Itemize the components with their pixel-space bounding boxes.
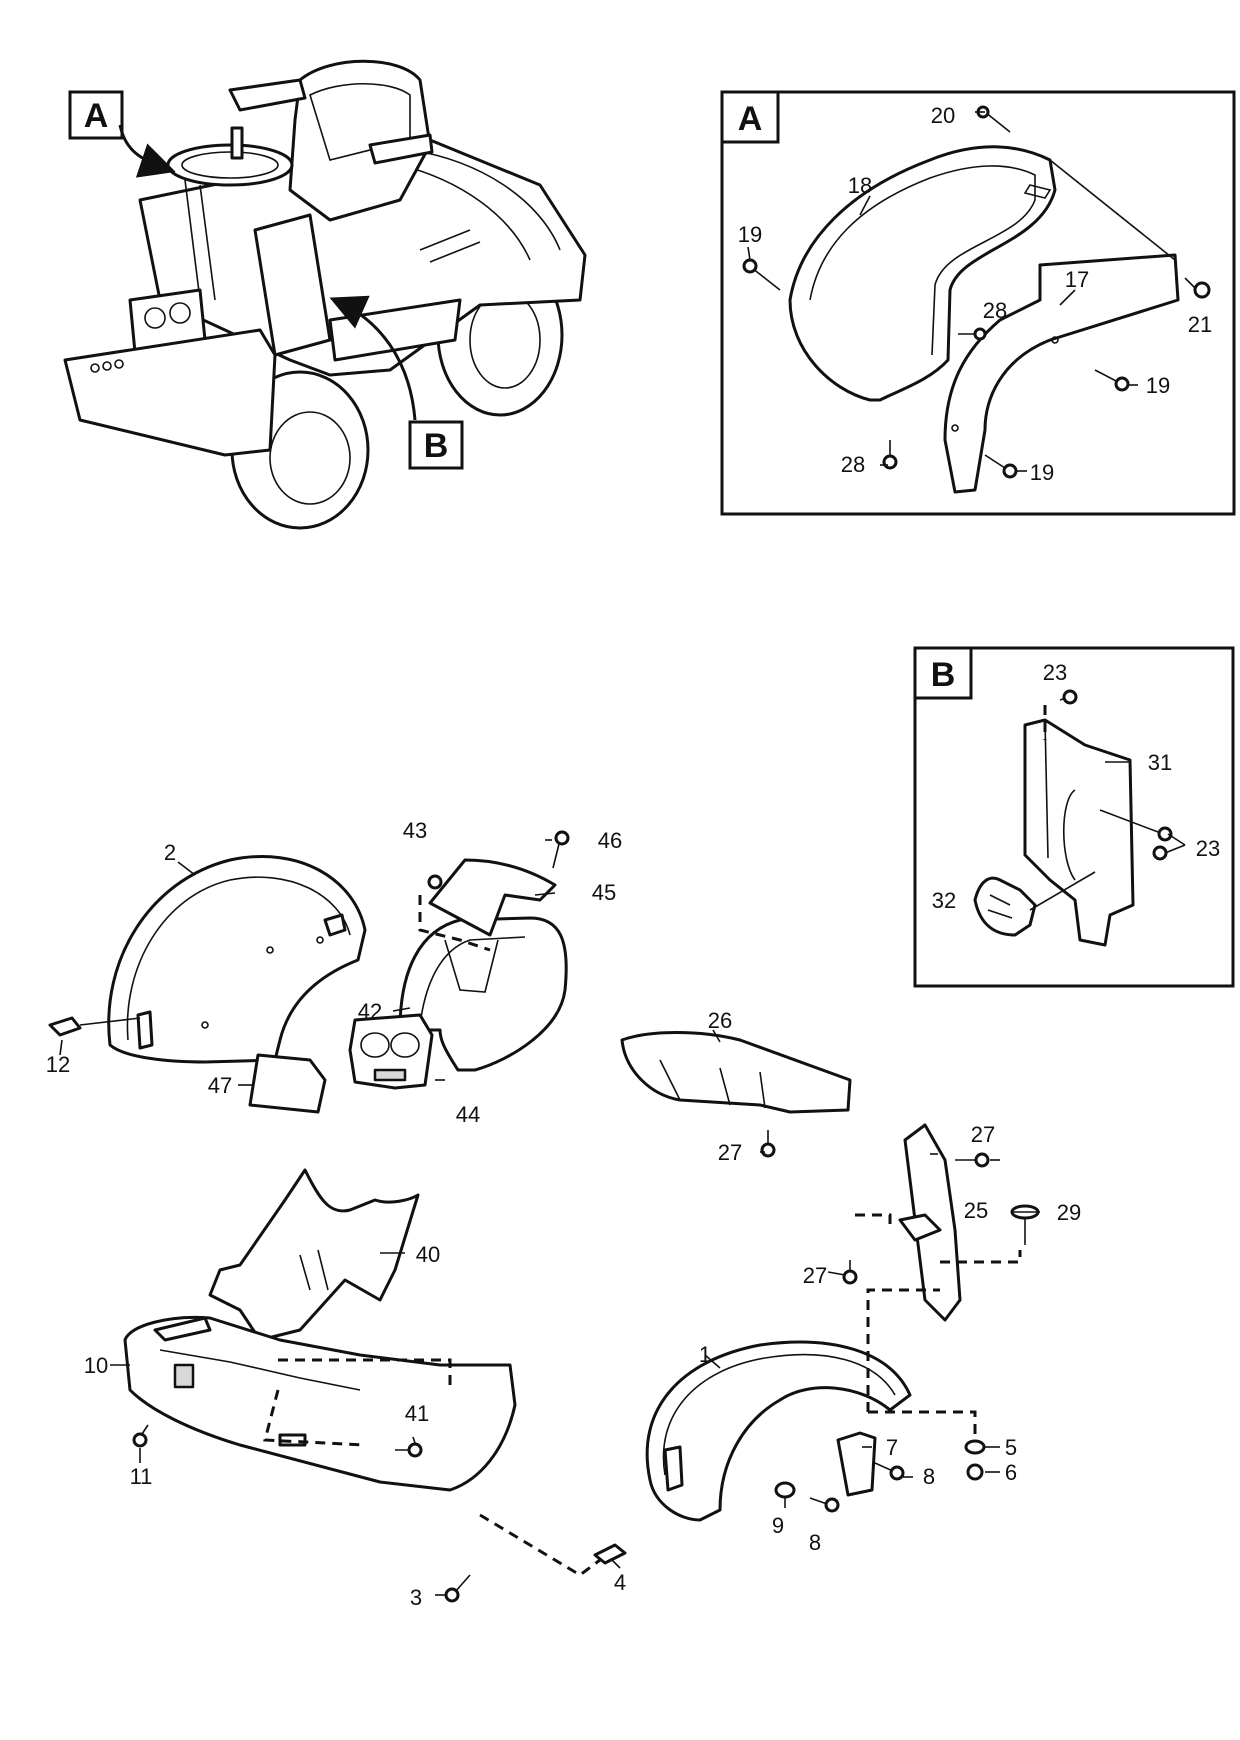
callout-40: 40	[416, 1242, 440, 1267]
clip-4	[593, 1543, 627, 1565]
callout-2: 2	[164, 840, 176, 865]
callout-7: 7	[886, 1435, 898, 1460]
screw-27c	[842, 1260, 858, 1285]
svg-text:B: B	[931, 656, 956, 694]
callout-47: 47	[208, 1073, 232, 1098]
screw-19-mid	[1094, 369, 1130, 392]
nut-21	[1193, 281, 1211, 299]
screw-41	[395, 1442, 423, 1458]
callout-3: 3	[410, 1585, 422, 1610]
callout-18: 18	[848, 173, 872, 198]
detail-tag-a: A	[68, 90, 124, 140]
callout-17: 17	[1065, 267, 1089, 292]
detail-a-panel: A 20 18 19 17 28 21 19 28	[720, 90, 1236, 516]
screw-11	[132, 1424, 149, 1448]
callout-8-right: 8	[923, 1464, 935, 1489]
callout-9: 9	[772, 1513, 784, 1538]
detail-tag-b: B	[408, 420, 464, 470]
callout-26: 26	[708, 1008, 732, 1033]
callout-10: 10	[84, 1353, 108, 1378]
screw-27b	[955, 1152, 990, 1168]
screw-28-upper	[958, 327, 987, 341]
callout-28-lower: 28	[841, 452, 865, 477]
callout-27b: 27	[971, 1122, 995, 1147]
svg-text:A: A	[84, 97, 109, 135]
screw-23-low	[1152, 845, 1168, 861]
exploded-view: 2 43 46 45 42 12 47 44 26 27 27 25 29 27…	[46, 818, 1081, 1610]
nut-6	[966, 1463, 984, 1481]
screw-19-left	[742, 258, 781, 291]
bolt-8-right	[874, 1462, 905, 1481]
screw-20	[976, 105, 1011, 133]
screw-46	[552, 830, 570, 869]
screw-28-lower	[882, 440, 898, 470]
callout-19-lower: 19	[1030, 460, 1054, 485]
callout-20: 20	[931, 103, 955, 128]
callout-5: 5	[1005, 1435, 1017, 1460]
callout-12: 12	[46, 1052, 70, 1077]
callout-45: 45	[592, 880, 616, 905]
washer-5	[964, 1439, 986, 1455]
callout-23: 23	[1196, 836, 1220, 861]
screw-19-lower	[984, 454, 1018, 479]
callout-41: 41	[405, 1401, 429, 1426]
washer-9	[774, 1481, 796, 1499]
callout-27c: 27	[803, 1263, 827, 1288]
screw-23-top	[1059, 689, 1078, 705]
callout-4: 4	[614, 1570, 626, 1595]
callout-46: 46	[598, 828, 622, 853]
svg-text:B: B	[424, 427, 449, 465]
screw-3	[444, 1574, 471, 1603]
callout-1: 1	[699, 1342, 711, 1367]
screw-43	[427, 874, 443, 890]
callout-19: 19	[738, 222, 762, 247]
callout-8-lower: 8	[809, 1530, 821, 1555]
screw-23-mid	[1099, 809, 1173, 842]
callout-21: 21	[1188, 312, 1212, 337]
callout-11: 11	[130, 1464, 153, 1489]
callout-43: 43	[403, 818, 427, 843]
svg-text:A: A	[738, 100, 763, 138]
callout-23-top: 23	[1043, 660, 1067, 685]
callout-31: 31	[1148, 750, 1172, 775]
tractor-overview	[63, 59, 587, 530]
bolt-8-lower	[809, 1497, 840, 1513]
callout-44: 44	[456, 1102, 480, 1127]
callout-28: 28	[983, 298, 1007, 323]
callout-42: 42	[358, 999, 382, 1024]
detail-b-panel: B 23 31 23 32	[913, 646, 1235, 988]
callout-29: 29	[1057, 1200, 1081, 1225]
callout-25: 25	[964, 1198, 988, 1223]
callout-32: 32	[932, 888, 956, 913]
callout-6: 6	[1005, 1460, 1017, 1485]
screw-27a	[760, 1130, 776, 1158]
callout-27a: 27	[718, 1140, 742, 1165]
callout-19-mid: 19	[1146, 373, 1170, 398]
